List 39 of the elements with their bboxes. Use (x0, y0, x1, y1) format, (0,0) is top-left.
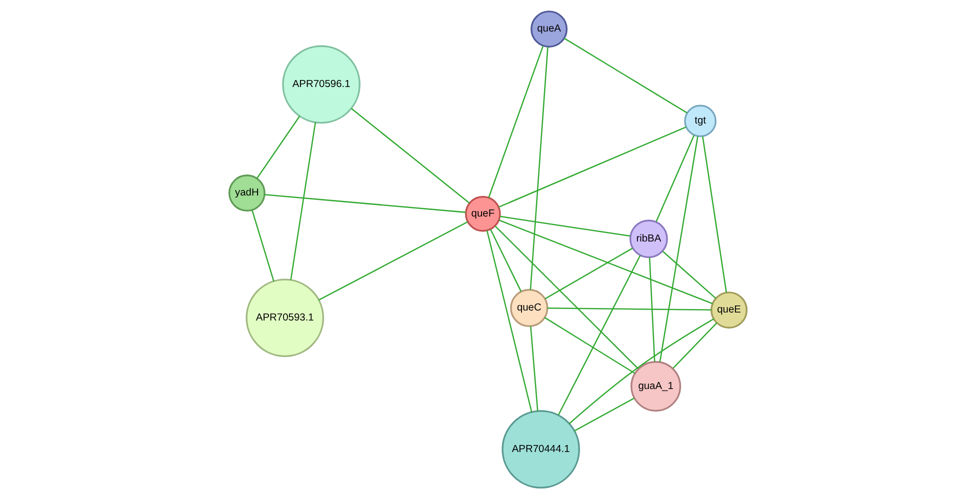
connector (658, 136, 698, 362)
connector (318, 221, 468, 301)
connector (546, 308, 711, 311)
connector (290, 122, 316, 280)
node-circle: APR70444.1 (501, 410, 580, 489)
connector (256, 116, 300, 179)
connector (350, 108, 470, 204)
connector (264, 194, 466, 213)
node-circle: ribBA (628, 220, 668, 258)
connector (529, 46, 548, 290)
node-circle: yadH (228, 174, 265, 212)
connector (574, 398, 634, 432)
connector (250, 210, 274, 282)
connector (499, 216, 630, 237)
node-circle: queE (710, 292, 748, 329)
node-circle: queF (464, 196, 500, 232)
connector (702, 136, 726, 293)
connector (544, 316, 635, 374)
connector (568, 318, 714, 424)
connector (662, 250, 716, 299)
connector (498, 126, 686, 208)
node-circle: tgt (684, 104, 716, 138)
node-circle: queC (510, 288, 548, 328)
connector (494, 226, 638, 370)
connector (544, 248, 632, 300)
node-circle: queA (530, 10, 568, 48)
connector (488, 46, 544, 198)
connector (498, 220, 712, 304)
connector (486, 230, 532, 412)
connector (648, 257, 655, 362)
connector (655, 134, 694, 222)
connector (672, 322, 717, 369)
node-circle: APR70596.1 (282, 45, 360, 124)
connector (530, 326, 538, 412)
connector (557, 255, 640, 416)
node-circle: APR70593.1 (245, 278, 324, 358)
connector (489, 229, 522, 292)
connector (563, 38, 687, 114)
node-circle: guaA_1 (630, 361, 681, 412)
